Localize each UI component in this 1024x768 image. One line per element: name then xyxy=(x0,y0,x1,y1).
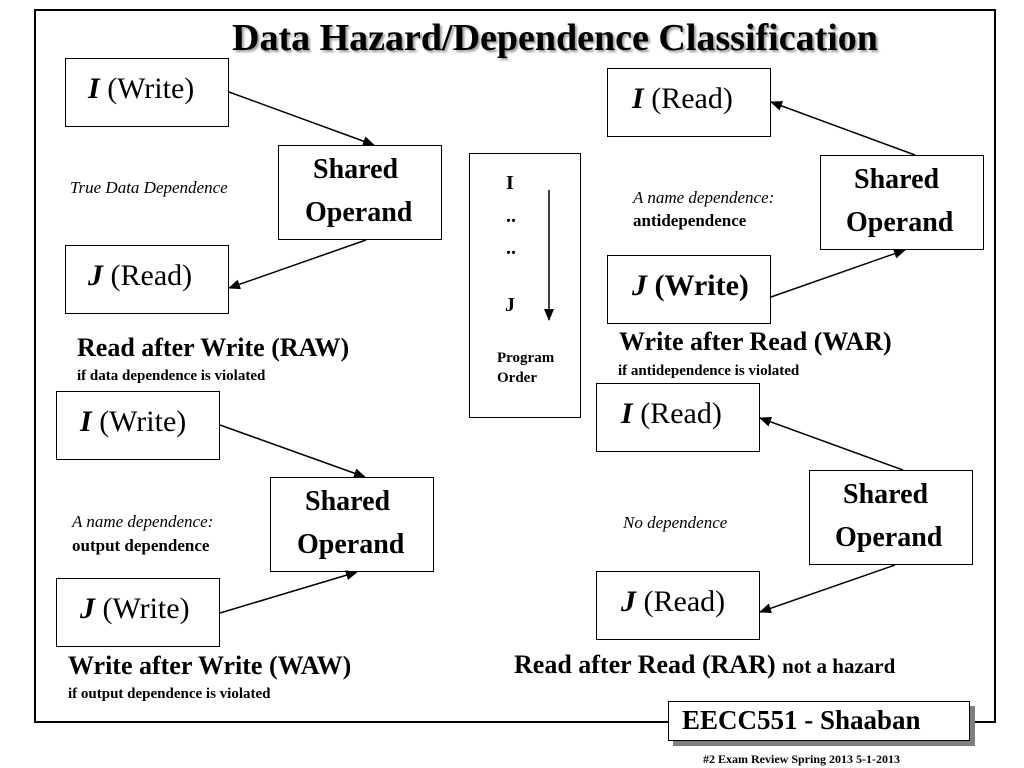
raw-hazard-condition: if data dependence is violated xyxy=(77,368,266,384)
program-order-label-line2: Order xyxy=(497,370,537,386)
raw-hazard-name: Read after Write (RAW) xyxy=(77,333,350,362)
rar-arrow-shared-to-i xyxy=(759,417,904,471)
raw-arrow-shared-to-j xyxy=(228,239,367,290)
raw-j-label: J (Read) xyxy=(88,259,192,293)
waw-j-op: (Write) xyxy=(102,592,190,625)
waw-hazard-name: Write after Write (WAW) xyxy=(68,651,352,680)
war-j-label: J (Write) xyxy=(632,269,749,303)
waw-shared-line1: Shared xyxy=(305,486,391,517)
war-shared-line1: Shared xyxy=(854,164,940,195)
raw-shared-line1: Shared xyxy=(313,154,399,185)
program-order-dots2: .. xyxy=(506,237,516,259)
waw-i-op: (Write) xyxy=(99,405,187,438)
raw-i-letter: I xyxy=(88,72,100,105)
waw-arrow-j-to-shared xyxy=(219,570,358,614)
waw-dependence-line1: A name dependence: xyxy=(72,512,214,531)
rar-j-box xyxy=(596,571,760,640)
waw-i-box xyxy=(56,391,220,460)
war-i-label: I (Read) xyxy=(632,82,733,116)
slide-frame xyxy=(34,9,996,723)
war-shared-label: Shared Operand xyxy=(846,158,953,244)
war-hazard-condition: if antidependence is violated xyxy=(618,363,800,379)
waw-j-letter: J xyxy=(80,592,95,625)
war-i-box xyxy=(607,68,771,137)
raw-arrow-i-to-shared xyxy=(228,91,375,146)
waw-j-label: J (Write) xyxy=(80,592,190,626)
war-arrow-shared-to-i xyxy=(770,101,916,156)
war-hazard-name: Write after Read (WAR) xyxy=(619,327,892,356)
war-j-op: (Write) xyxy=(654,269,749,302)
rar-hazard-suffix: not a hazard xyxy=(782,654,896,678)
waw-shared-label: Shared Operand xyxy=(297,480,404,566)
raw-shared-box xyxy=(278,145,442,240)
footer-title: EECC551 - Shaaban xyxy=(682,705,921,735)
war-dependence-line1: A name dependence: xyxy=(633,188,775,207)
raw-i-op: (Write) xyxy=(107,72,195,105)
rar-j-letter: J xyxy=(621,585,636,618)
rar-shared-line1: Shared xyxy=(843,479,929,510)
rar-dependence: No dependence xyxy=(623,513,728,532)
war-j-letter: J xyxy=(632,269,647,302)
rar-i-box xyxy=(596,383,760,452)
waw-j-box xyxy=(56,578,220,647)
program-order-top: I xyxy=(506,172,514,194)
war-i-letter: I xyxy=(632,82,644,115)
waw-i-label: I (Write) xyxy=(80,405,186,439)
raw-j-op: (Read) xyxy=(110,259,193,292)
program-order-bottom: J xyxy=(505,294,515,316)
raw-j-letter: J xyxy=(88,259,103,292)
rar-i-letter: I xyxy=(621,397,633,430)
rar-i-op: (Read) xyxy=(640,397,722,430)
waw-shared-line2: Operand xyxy=(297,529,405,560)
war-dependence-line2: antidependence xyxy=(633,211,747,230)
war-i-op: (Read) xyxy=(651,82,733,115)
footer-subtitle: #2 Exam Review Spring 2013 5-1-2013 xyxy=(703,752,900,766)
rar-j-label: J (Read) xyxy=(621,585,725,619)
rar-hazard-name: Read after Read (RAR) not a hazard xyxy=(514,650,895,680)
program-order-box xyxy=(469,153,581,418)
program-order-dots1: .. xyxy=(506,205,516,227)
raw-shared-line2: Operand xyxy=(305,197,413,228)
rar-arrow-shared-to-j xyxy=(759,564,896,614)
slide-title: Data Hazard/Dependence Classification xyxy=(232,17,878,59)
raw-j-box xyxy=(65,245,229,314)
program-order-label: Program Order xyxy=(497,348,554,388)
war-shared-line2: Operand xyxy=(846,207,954,238)
raw-dependence: True Data Dependence xyxy=(70,178,228,197)
rar-shared-box xyxy=(809,470,973,565)
raw-shared-label: Shared Operand xyxy=(305,148,412,234)
raw-i-box xyxy=(65,58,229,127)
waw-arrow-i-to-shared xyxy=(219,424,366,478)
waw-i-letter: I xyxy=(80,405,92,438)
war-arrow-j-to-shared xyxy=(770,248,906,298)
footer-box xyxy=(668,701,970,741)
rar-j-op: (Read) xyxy=(643,585,726,618)
rar-shared-line2: Operand xyxy=(835,522,943,553)
waw-shared-box xyxy=(270,477,434,572)
rar-i-label: I (Read) xyxy=(621,397,722,431)
waw-hazard-condition: if output dependence is violated xyxy=(68,686,271,702)
war-shared-box xyxy=(820,155,984,250)
program-order-label-line1: Program xyxy=(497,350,555,366)
rar-shared-label: Shared Operand xyxy=(835,473,942,559)
waw-dependence-line2: output dependence xyxy=(72,536,210,555)
war-j-box xyxy=(607,255,771,324)
raw-i-label: I (Write) xyxy=(88,72,194,106)
rar-hazard-label: Read after Read (RAR) xyxy=(514,650,776,679)
